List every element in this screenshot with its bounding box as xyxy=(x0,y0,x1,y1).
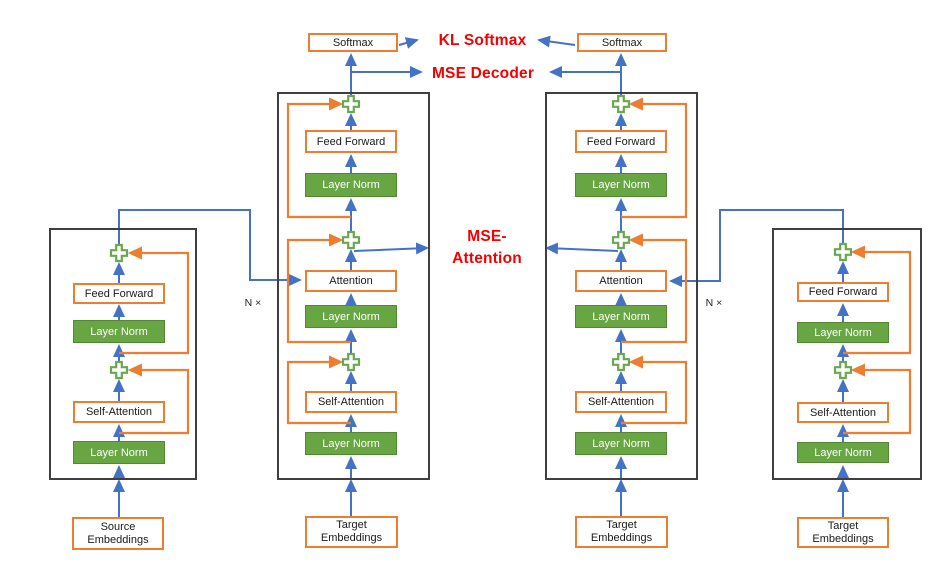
kl-softmax-loss-label: KL Softmax xyxy=(438,32,527,49)
encoder2-block-frame xyxy=(772,228,922,480)
encoder1-to-decoder-attention-arrow xyxy=(118,209,302,286)
layer-norm-label: Layer Norm xyxy=(814,326,872,339)
softmax2-to-kl-arrow xyxy=(537,35,576,48)
decoder1-block-frame xyxy=(277,92,430,480)
encoder1-feed-forward-box: Feed Forward xyxy=(73,283,165,304)
target-embeddings-line1: Target xyxy=(827,519,859,532)
decoder1-self-attention-box: Self-Attention xyxy=(305,391,397,413)
decoder1-feed-forward-box: Feed Forward xyxy=(305,130,397,153)
encoder2-to-decoder-attention-arrow xyxy=(669,209,844,287)
n-times-label-right: N × xyxy=(705,297,723,309)
layer-norm-label: Layer Norm xyxy=(592,310,650,323)
self-attention-label: Self-Attention xyxy=(317,396,385,408)
target-embeddings-line1: Target xyxy=(336,519,367,531)
softmax1-box: Softmax xyxy=(308,33,398,52)
encoder1-block-frame xyxy=(49,228,197,480)
plus-icon xyxy=(109,243,129,263)
feed-forward-label: Feed Forward xyxy=(808,286,878,298)
self-attention-label: Self-Attention xyxy=(809,406,877,419)
decoder2-to-mse-attention-arrow xyxy=(545,242,619,255)
decoder2-layer-norm1-box: Layer Norm xyxy=(575,432,667,455)
mse-attention-line1: MSE- xyxy=(467,228,507,245)
feed-forward-label: Feed Forward xyxy=(316,135,386,148)
decoder2-block-frame xyxy=(545,92,698,480)
decoder1-attention-box: Attention xyxy=(305,270,397,292)
mse-decoder-loss-label: MSE Decoder xyxy=(431,65,535,82)
layer-norm-label: Layer Norm xyxy=(322,310,380,323)
target-embeddings-line2: Embeddings xyxy=(590,532,653,544)
residual-connections xyxy=(119,97,912,435)
plus-icon xyxy=(341,94,361,114)
plus-icon xyxy=(341,352,361,372)
encoder1-layer-norm2-box: Layer Norm xyxy=(73,320,165,343)
self-attention-label: Self-Attention xyxy=(587,396,655,408)
layer-norm-label: Layer Norm xyxy=(322,437,380,450)
plus-icon xyxy=(109,360,129,380)
feed-forward-label: Feed Forward xyxy=(84,287,154,300)
layer-norm-label: Layer Norm xyxy=(592,179,650,191)
decoder2-attention-box: Attention xyxy=(575,270,667,292)
add-node-icons xyxy=(109,94,853,380)
decoder1-to-mse-attention-arrow xyxy=(353,242,429,255)
layer-norm-label: Layer Norm xyxy=(592,437,650,450)
layer-norm-label: Layer Norm xyxy=(814,446,872,459)
attention-label: Attention xyxy=(329,275,373,287)
plus-icon xyxy=(833,242,853,262)
decoder2-feed-forward-box: Feed Forward xyxy=(575,130,667,153)
encoder2-feed-forward-box: Feed Forward xyxy=(797,282,889,302)
decoder2-layer-norm2-box: Layer Norm xyxy=(575,305,667,328)
source-embeddings-box: Source Embeddings xyxy=(72,517,164,550)
plus-icon xyxy=(833,360,853,380)
n-times-label-left: N × xyxy=(244,297,262,309)
mse-attention-line2: Attention xyxy=(452,250,522,267)
layer-norm-label: Layer Norm xyxy=(90,446,148,459)
target-embeddings-box-1: Target Embeddings xyxy=(305,516,398,548)
attention-label: Attention xyxy=(599,275,643,287)
encoder2-layer-norm2-box: Layer Norm xyxy=(797,322,889,343)
decoder2-self-attention-box: Self-Attention xyxy=(575,391,667,413)
source-embeddings-line1: Source xyxy=(100,520,136,533)
softmax1-to-kl-arrow xyxy=(398,37,419,49)
decoder1-layer-norm2-box: Layer Norm xyxy=(305,305,397,328)
softmax2-box: Softmax xyxy=(577,33,667,52)
plus-icon xyxy=(611,352,631,372)
softmax2-label: Softmax xyxy=(601,36,643,49)
target-embeddings-box-2: Target Embeddings xyxy=(575,516,668,548)
self-attention-label: Self-Attention xyxy=(85,406,153,418)
layer-norm-label: Layer Norm xyxy=(322,179,380,191)
layer-norm-label: Layer Norm xyxy=(90,325,148,338)
encoder1-layer-norm1-box: Layer Norm xyxy=(73,441,165,464)
target-embeddings-box-3: Target Embeddings xyxy=(797,517,889,548)
decoder2-layer-norm3-box: Layer Norm xyxy=(575,173,667,197)
plus-icon xyxy=(611,94,631,114)
target-embeddings-line2: Embeddings xyxy=(812,532,874,545)
source-embeddings-line2: Embeddings xyxy=(87,533,149,546)
mse-attention-loss-label: MSE- Attention xyxy=(437,226,537,270)
plus-icon xyxy=(611,230,631,250)
encoder2-layer-norm1-box: Layer Norm xyxy=(797,442,889,463)
decoder1-layer-norm1-box: Layer Norm xyxy=(305,432,397,455)
encoder1-self-attention-box: Self-Attention xyxy=(73,401,165,423)
encoder2-self-attention-box: Self-Attention xyxy=(797,402,889,423)
target-embeddings-line2: Embeddings xyxy=(320,532,383,544)
encoder2-flow-arrows xyxy=(669,209,849,517)
decoder1-layer-norm3-box: Layer Norm xyxy=(305,173,397,197)
plus-icon xyxy=(341,230,361,250)
feed-forward-label: Feed Forward xyxy=(586,135,656,148)
softmax1-label: Softmax xyxy=(332,36,374,49)
target-embeddings-line1: Target xyxy=(606,519,637,531)
